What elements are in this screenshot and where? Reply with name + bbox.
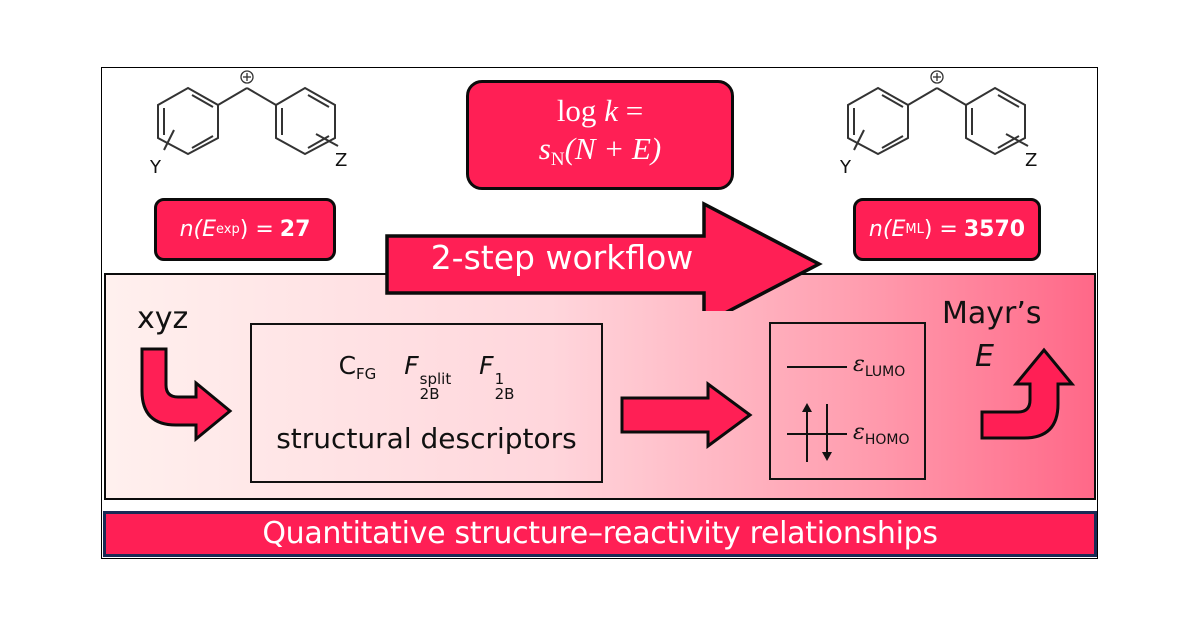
substituent-z: Z (1025, 150, 1037, 171)
output-symbol: E (975, 339, 994, 374)
workflow-arrow-label: 2-step workflow (430, 238, 694, 277)
descriptor-cfg: CFG (338, 351, 377, 383)
output-label: Mayr’s (942, 296, 1042, 331)
equation-line-2: sN(N + E) (538, 130, 662, 170)
curved-arrow-up-right-icon (980, 347, 1076, 440)
homo-label: εHOMO (853, 420, 910, 448)
lumo-label: εLUMO (853, 352, 906, 380)
equation-line-1: log k = (556, 92, 644, 128)
count-superscript: ML (905, 222, 924, 237)
homo-level-electron-pair-icon (787, 403, 847, 462)
cation-charge-icon (930, 70, 944, 84)
count-symbol: E (891, 217, 906, 242)
molecule-left: Y Z (149, 70, 347, 178)
qsrr-banner: Quantitative structure–reactivity relati… (103, 511, 1097, 557)
count-value: 27 (279, 217, 311, 242)
substituent-y: Y (839, 157, 852, 178)
workflow-arrow (385, 201, 823, 311)
arrow-right-icon (620, 381, 753, 449)
count-value: 3570 (963, 217, 1026, 242)
descriptors-label: structural descriptors (276, 422, 577, 455)
substituent-z: Z (335, 150, 347, 171)
count-suffix: ) = (239, 217, 274, 242)
workflow-panel (104, 273, 1096, 500)
cation-charge-icon (240, 70, 254, 84)
molecule-right: Y Z (839, 70, 1037, 178)
curved-arrow-down-right-icon (140, 347, 233, 443)
orbital-energies-box: εLUMO εHOMO (769, 322, 926, 480)
count-prefix: n( (179, 217, 203, 242)
count-prefix: n( (868, 217, 892, 242)
input-label: xyz (137, 301, 189, 336)
lumo-level-icon (787, 366, 847, 368)
count-superscript: exp (216, 222, 240, 237)
benzene-ring-right (965, 86, 1026, 156)
benzene-ring-right (275, 86, 336, 156)
mayr-equation-box: log k = sN(N + E) (466, 80, 734, 190)
count-suffix: ) = (923, 217, 958, 242)
count-symbol: E (202, 217, 217, 242)
substituent-y: Y (149, 157, 162, 178)
